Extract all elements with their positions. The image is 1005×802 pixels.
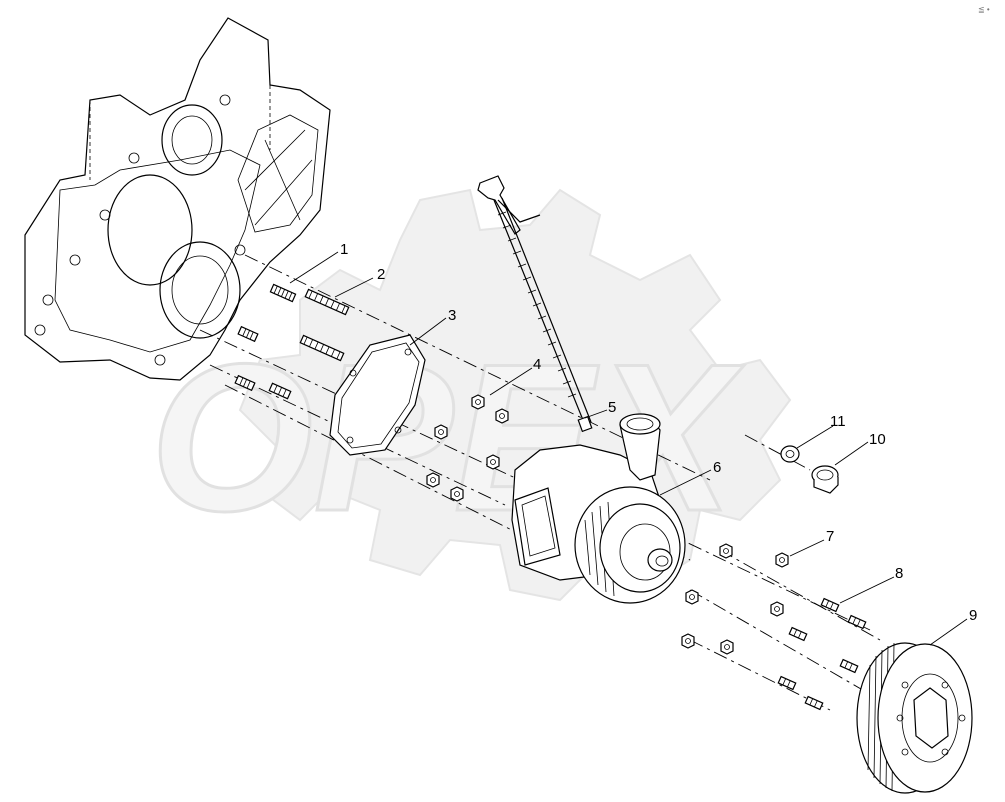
callout-6: 6 (713, 459, 721, 476)
housing-bolt-hole (154, 354, 166, 366)
callout-11: 11 (830, 413, 846, 430)
pump-nuts-group (681, 543, 789, 655)
stud-long (299, 334, 345, 362)
studs-group (234, 283, 350, 400)
callout-1: 1 (340, 241, 348, 258)
callout-2: 2 (377, 266, 385, 283)
housing-outline (24, 17, 331, 381)
housing-rib-x1 (244, 129, 313, 226)
dipstick-tube (477, 175, 593, 433)
dipstick-fitting (577, 415, 593, 433)
pulley-hub-ring (901, 673, 959, 763)
dipstick-coil (497, 211, 577, 398)
bolt (820, 597, 840, 613)
housing-dashed-edge (89, 85, 271, 180)
callout-8: 8 (895, 565, 903, 582)
housing-bore-upper (161, 104, 223, 176)
bolt (847, 614, 867, 630)
callout-9: 9 (969, 607, 977, 624)
assembly-centerlines (199, 254, 881, 711)
pump-outlet-mouth (619, 413, 661, 435)
drain-plug (811, 465, 839, 494)
housing-bore-pump-inner (171, 255, 229, 325)
bolt (804, 695, 824, 711)
hex-nut (685, 589, 699, 605)
dipstick-handle (477, 175, 521, 235)
gasket (329, 334, 426, 456)
pump-flange (514, 487, 561, 566)
stud-long (304, 288, 350, 316)
pulley-bolts-group (777, 597, 867, 711)
hex-nut (434, 424, 448, 440)
pump-hub (599, 503, 681, 593)
pump-pulley-grooves (584, 501, 615, 597)
housing-bolt-hole (34, 324, 46, 336)
housing-bolt-hole (219, 94, 231, 106)
pump-shaft-nose (647, 548, 673, 572)
hex-nut (775, 552, 789, 568)
hex-nut (495, 408, 509, 424)
hex-nut (471, 394, 485, 410)
housing-bolt-hole (69, 254, 81, 266)
callout-10: 10 (869, 431, 886, 448)
housing-bolt-hole (42, 294, 54, 306)
callout-leaders (289, 251, 968, 646)
front-cover-housing (24, 17, 331, 381)
bolt (788, 626, 808, 642)
housing-bore-center (107, 174, 193, 286)
nuts-group (426, 394, 509, 502)
stud-short (269, 283, 297, 303)
stud-short (234, 374, 256, 392)
crank-pulley (856, 642, 973, 794)
hex-nut (719, 543, 733, 559)
callout-4: 4 (533, 356, 541, 373)
bolt (839, 658, 859, 674)
housing-bolt-hole (128, 152, 140, 164)
housing-bolt-hole (99, 209, 111, 221)
hex-nut (426, 472, 440, 488)
callout-3: 3 (448, 307, 456, 324)
stud-short (237, 325, 259, 343)
bolt (777, 675, 797, 691)
housing-bore-upper-inner (171, 115, 213, 165)
hex-nut (450, 486, 464, 502)
gasket-inner-edge (337, 342, 420, 449)
corner-mark: ≦ • (978, 5, 990, 14)
gasket-outline (329, 334, 426, 456)
callout-7: 7 (826, 528, 834, 545)
hex-nut (720, 639, 734, 655)
water-pump (511, 413, 686, 604)
hex-nut (486, 454, 500, 470)
housing-bolt-hole (234, 244, 246, 256)
housing-rib-window (237, 114, 319, 233)
sealing-washer (780, 445, 800, 463)
callout-labels: 1 2 3 4 5 6 7 8 9 10 11 (340, 241, 977, 624)
housing-inner-plate (54, 149, 261, 353)
hex-nut (770, 601, 784, 617)
stud-short (268, 382, 292, 400)
hex-nut (681, 633, 695, 649)
housing-bore-pump (159, 241, 241, 339)
callout-5: 5 (608, 399, 616, 416)
pulley-center-bore (913, 687, 949, 749)
